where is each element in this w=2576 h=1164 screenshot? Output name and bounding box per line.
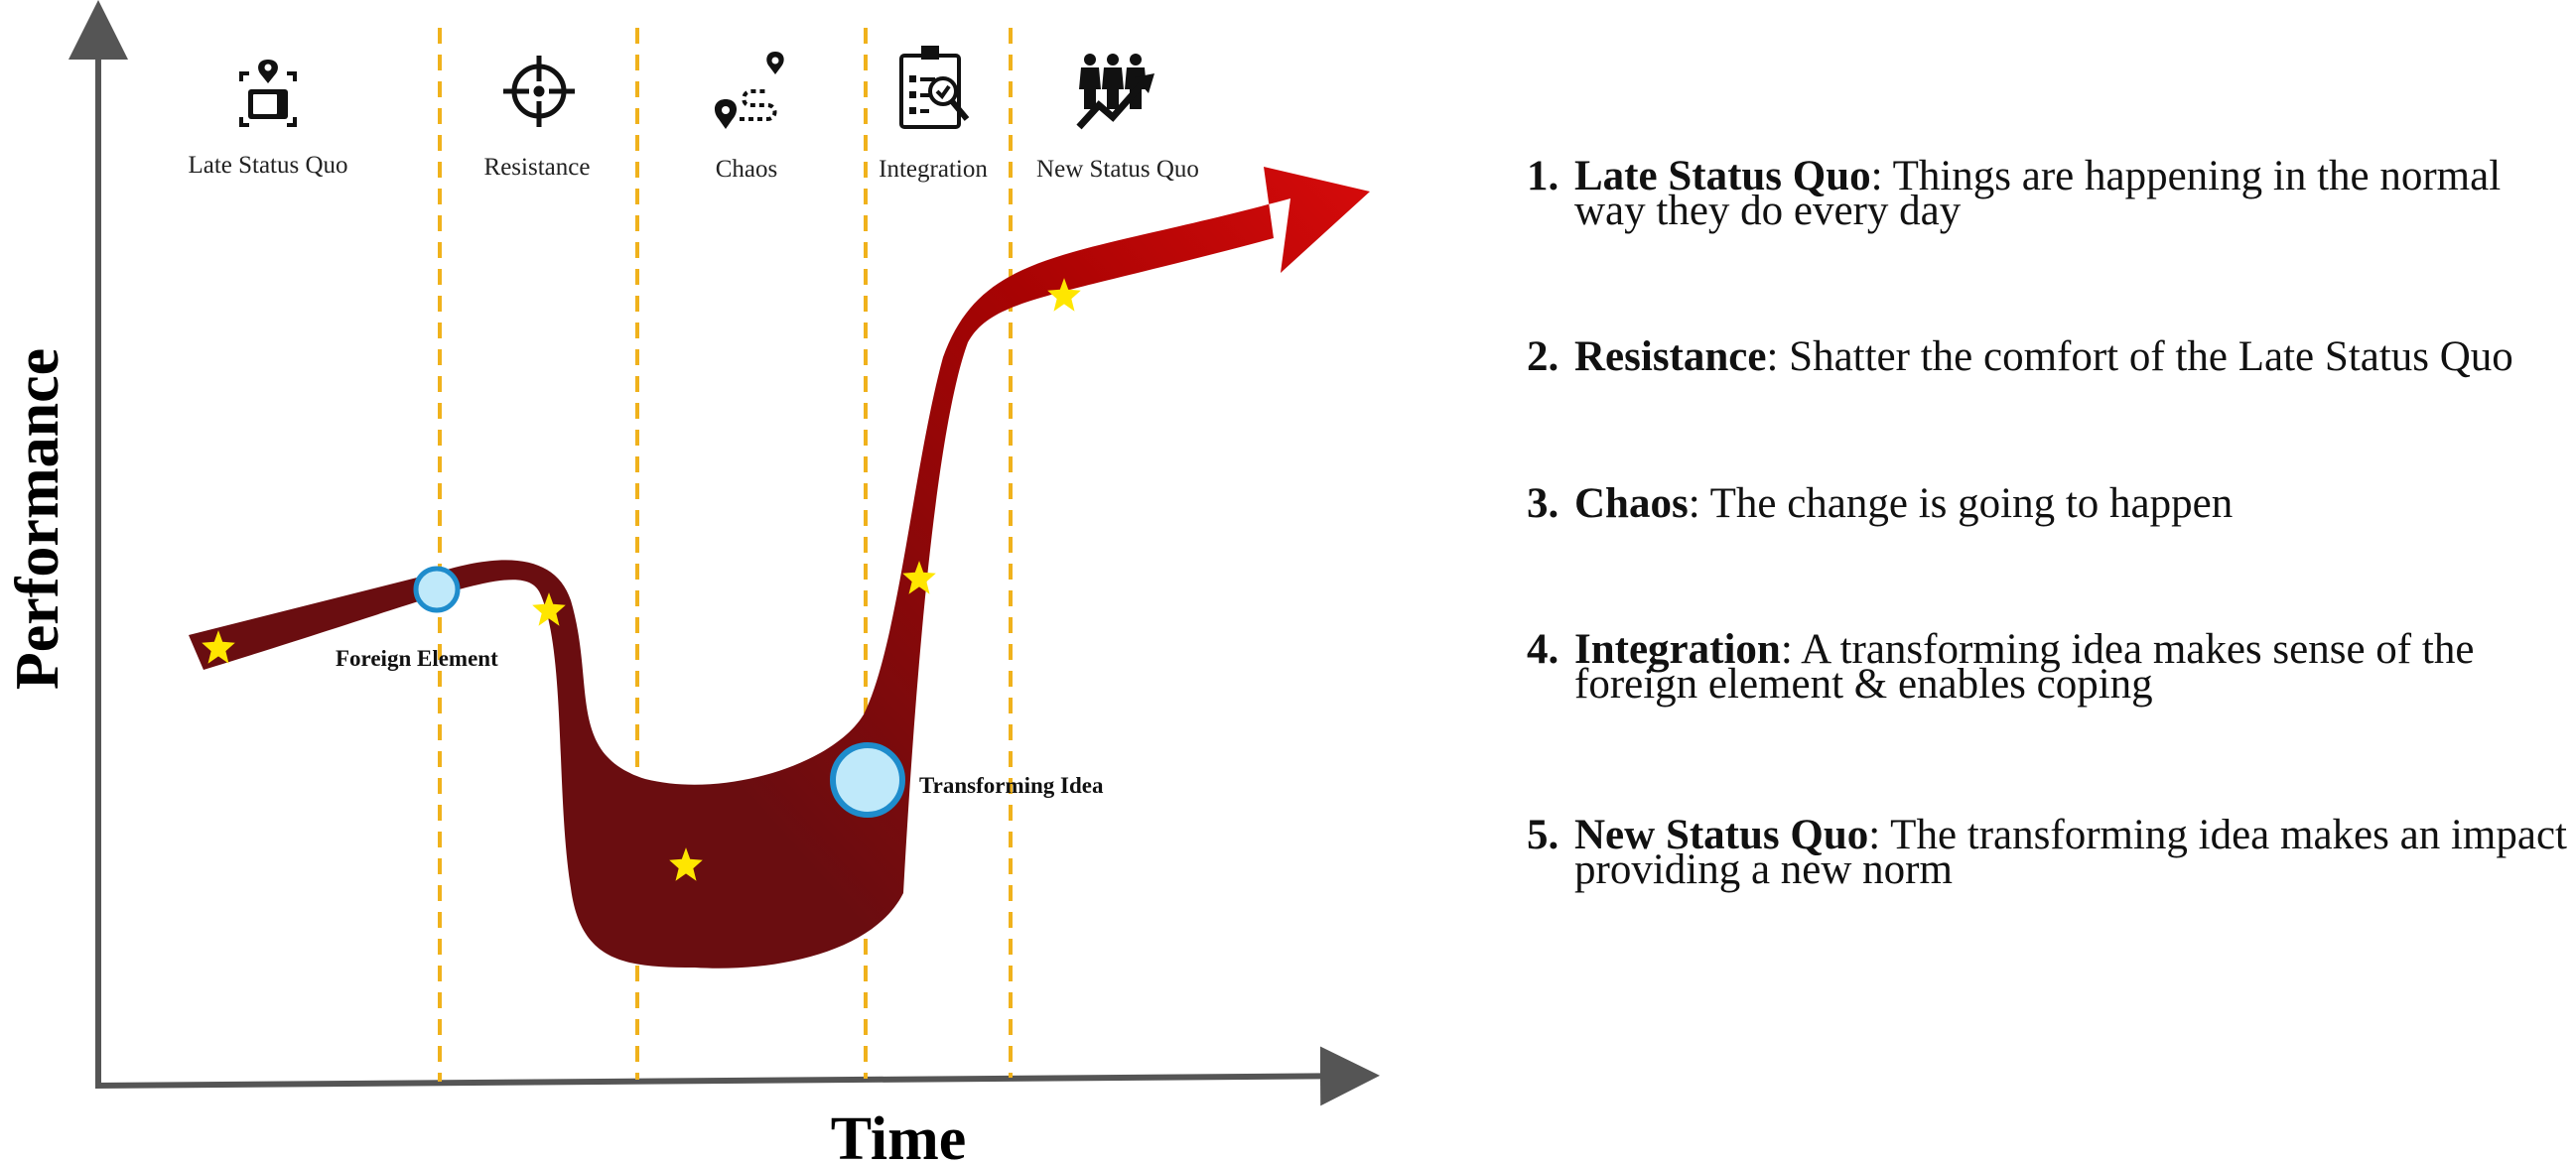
legend-number: 5.	[1527, 812, 1559, 858]
legend-text: Resistance: Shatter the comfort of the L…	[1574, 335, 2567, 378]
x-axis-title: Time	[831, 1105, 967, 1164]
stage-label-new-status-quo: New Status Quo	[1036, 156, 1199, 183]
legend-text: Late Status Quo: Things are happening in…	[1574, 155, 2567, 232]
performance-curve	[189, 167, 1370, 969]
transforming-idea-label: Transforming Idea	[919, 773, 1104, 798]
legend-description: : Things are happening in the normal way…	[1574, 153, 2502, 234]
people-growth-arrow-icon	[1076, 54, 1154, 130]
stage-label-resistance: Resistance	[484, 154, 591, 181]
legend-term: Chaos	[1574, 480, 1689, 527]
legend-description: : A transforming idea makes sense of the…	[1574, 626, 2475, 708]
legend-number: 2.	[1527, 333, 1559, 380]
legend-description: : The transforming idea makes an impact …	[1574, 812, 2567, 893]
stage-label-chaos: Chaos	[716, 156, 778, 183]
crosshair-icon	[503, 56, 575, 127]
legend-text: Integration: A transforming idea makes s…	[1574, 628, 2567, 706]
star-marker	[1047, 278, 1081, 312]
legend-description: : The change is going to happen	[1688, 480, 2234, 527]
legend-text: Chaos: The change is going to happen	[1574, 482, 2567, 525]
star-marker	[202, 630, 235, 664]
x-axis	[94, 1046, 1380, 1106]
satir-change-diagram: Foreign Element Transforming Idea	[4, 0, 1380, 1164]
clipboard-magnifier-icon	[899, 46, 970, 129]
legend-term: New Status Quo	[1574, 812, 1869, 858]
legend-term: Late Status Quo	[1574, 153, 1871, 199]
stage-dividers	[438, 28, 1013, 1082]
y-axis-title: Performance	[4, 348, 71, 690]
winding-path-pins-icon	[714, 52, 784, 129]
legend-number: 1.	[1527, 153, 1559, 199]
transforming-idea-marker	[830, 742, 905, 818]
wallet-location-icon	[239, 60, 297, 127]
foreign-element-marker	[413, 566, 461, 613]
legend-term: Resistance	[1574, 333, 1767, 380]
legend-description: : Shatter the comfort of the Late Status…	[1766, 333, 2513, 380]
legend-number: 3.	[1527, 480, 1559, 527]
legend-term: Integration	[1574, 626, 1781, 673]
foreign-element-label: Foreign Element	[336, 646, 498, 671]
legend-text: New Status Quo: The transforming idea ma…	[1574, 814, 2567, 891]
stage-label-integration: Integration	[879, 156, 988, 183]
stage-label-late-status-quo: Late Status Quo	[188, 152, 347, 179]
legend-number: 4.	[1527, 626, 1559, 673]
